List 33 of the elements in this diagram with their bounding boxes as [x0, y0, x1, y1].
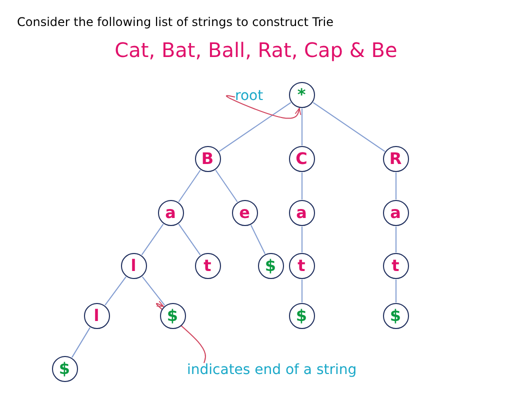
tree-branch [71, 327, 91, 358]
trie-node: $ [160, 302, 186, 328]
trie-node: $ [258, 252, 284, 278]
trie-node: B [194, 146, 220, 172]
tree-branch [142, 276, 166, 306]
trie-node: t [194, 252, 220, 278]
trie-node: * [288, 82, 314, 108]
trie-node: e [232, 200, 258, 226]
trie-node: a [382, 200, 408, 226]
trie-node: $ [288, 302, 314, 328]
trie-node: l [84, 302, 110, 328]
instruction-text: Consider the following list of strings to construct Trie [17, 15, 334, 29]
trie-node: a [288, 200, 314, 226]
trie-node: $ [52, 356, 78, 382]
trie-node: $ [382, 302, 408, 328]
tree-branch [215, 170, 238, 202]
annotation-text: indicates end of a string [187, 362, 357, 378]
tree-branch [178, 170, 201, 202]
trie-node: R [382, 146, 408, 172]
tree-branch [312, 102, 386, 152]
tree-branch [250, 224, 266, 254]
pointer-arrow [226, 95, 302, 119]
root-label: root [235, 88, 264, 104]
trie-node: a [158, 200, 184, 226]
tree-branch [104, 276, 126, 306]
tree-branch [141, 224, 164, 256]
tree-branch [178, 224, 201, 256]
trie-node: C [288, 146, 314, 172]
trie-node: t [382, 252, 408, 278]
tree-branch [218, 102, 292, 152]
trie-node: l [120, 252, 146, 278]
word-list-heading: Cat, Bat, Ball, Rat, Cap & Be [114, 38, 398, 62]
trie-node: t [288, 252, 314, 278]
